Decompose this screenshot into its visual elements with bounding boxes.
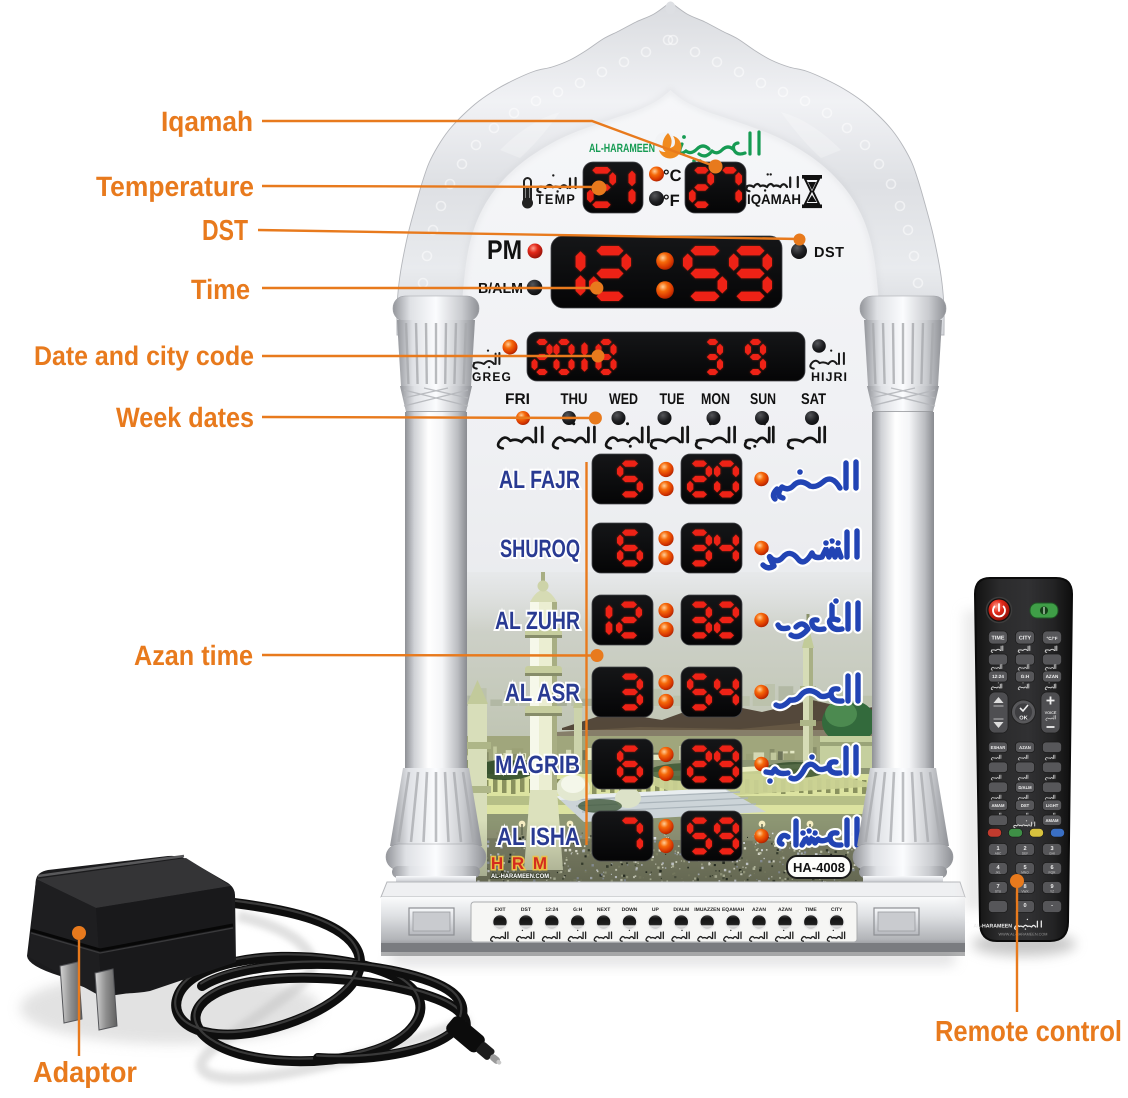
svg-text:Date and city code: Date and city code: [34, 341, 254, 371]
svg-text:SAT: SAT: [801, 391, 826, 408]
svg-text:H R M: H R M: [491, 854, 549, 873]
svg-text:Time: Time: [191, 274, 250, 305]
svg-text:G:H: G:H: [1021, 674, 1030, 679]
svg-text:OK: OK: [1019, 716, 1027, 722]
svg-text:HIJRI: HIJRI: [811, 370, 848, 384]
svg-text:8: 8: [1023, 884, 1026, 890]
svg-text:ESHAR: ESHAR: [991, 745, 1006, 750]
svg-text:AMAM: AMAM: [991, 803, 1005, 808]
svg-text:PQR: PQR: [1049, 871, 1057, 875]
svg-text:PM: PM: [487, 235, 522, 265]
svg-text:AMAM: AMAM: [1045, 818, 1059, 823]
svg-text:AL ASR: AL ASR: [505, 679, 580, 707]
svg-text:AZAN: AZAN: [1019, 745, 1031, 750]
svg-text:-: -: [1051, 903, 1053, 909]
svg-text:CITY: CITY: [1019, 635, 1032, 641]
svg-text:2: 2: [1023, 846, 1026, 852]
svg-text:UP: UP: [652, 907, 660, 913]
svg-text:LIGHT: LIGHT: [1046, 803, 1059, 808]
svg-text:Week dates: Week dates: [116, 402, 254, 433]
svg-text:SHUROQ: SHUROQ: [500, 535, 580, 563]
svg-text:3: 3: [1050, 846, 1053, 852]
svg-text:0: 0: [1023, 903, 1026, 909]
svg-text:ABC: ABC: [995, 852, 1002, 856]
svg-text:Iqamah: Iqamah: [161, 106, 253, 137]
svg-text:MNO: MNO: [1021, 871, 1029, 875]
svg-text:DST: DST: [814, 245, 845, 261]
svg-text:°F: °F: [663, 192, 680, 210]
svg-text:Azan time: Azan time: [134, 640, 253, 671]
svg-text:6: 6: [1050, 865, 1053, 871]
svg-text:VOICE: VOICE: [1045, 711, 1057, 715]
svg-text:MAGRIB: MAGRIB: [495, 751, 580, 779]
svg-text:AL ISHA: AL ISHA: [497, 823, 580, 851]
svg-text:IMUAZZEN: IMUAZZEN: [694, 907, 720, 913]
svg-text:AZAN: AZAN: [778, 907, 792, 913]
svg-text:FRI: FRI: [505, 391, 530, 408]
svg-text:STU: STU: [995, 890, 1002, 894]
svg-text:DST: DST: [202, 215, 248, 247]
svg-text:TUE: TUE: [660, 391, 685, 408]
svg-text:JKL: JKL: [995, 871, 1001, 875]
svg-text:12:24: 12:24: [992, 674, 1004, 679]
svg-text:Adaptor: Adaptor: [33, 1057, 137, 1089]
svg-text:AL-HARAMEEN: AL-HARAMEEN: [973, 924, 1012, 930]
svg-text:1: 1: [996, 846, 999, 852]
svg-text:D/ALM: D/ALM: [1018, 785, 1032, 790]
svg-text:THU: THU: [561, 391, 588, 408]
svg-text:Remote control: Remote control: [935, 1016, 1122, 1048]
svg-text:TIME: TIME: [805, 907, 818, 913]
svg-text:GHI: GHI: [1049, 852, 1055, 856]
svg-text:VWX: VWX: [1021, 890, 1029, 894]
svg-text:HA-4008: HA-4008: [793, 860, 845, 875]
svg-text:12:24: 12:24: [545, 907, 558, 913]
svg-text:AZAN: AZAN: [1046, 674, 1059, 679]
svg-text:YZ: YZ: [1050, 890, 1054, 894]
svg-text:DOWN: DOWN: [622, 907, 638, 913]
svg-text:D/ALM: D/ALM: [673, 907, 689, 913]
svg-text:WED: WED: [609, 391, 638, 408]
svg-text:9: 9: [1050, 884, 1053, 890]
svg-text:AL ZUHR: AL ZUHR: [495, 607, 580, 635]
svg-text:EQAMAH: EQAMAH: [722, 907, 745, 913]
svg-text:G:H: G:H: [573, 907, 583, 913]
svg-text:DEF: DEF: [1022, 852, 1028, 856]
svg-text:5: 5: [1023, 865, 1026, 871]
svg-text:DST: DST: [1021, 803, 1030, 808]
svg-text:Temperature: Temperature: [96, 171, 254, 202]
svg-text:4: 4: [996, 865, 1000, 871]
svg-text:SUN: SUN: [750, 391, 776, 408]
svg-text:NEXT: NEXT: [597, 907, 610, 913]
svg-text:WWW.AL-HARAMEEN.COM: WWW.AL-HARAMEEN.COM: [999, 933, 1048, 937]
svg-text:TIME: TIME: [992, 635, 1005, 641]
svg-text:CITY: CITY: [831, 907, 843, 913]
svg-text:°C/°F: °C/°F: [1046, 636, 1057, 641]
svg-text:IQAMAH: IQAMAH: [747, 191, 801, 207]
svg-text:°C: °C: [663, 167, 682, 185]
svg-text:AL-HARAMEEN: AL-HARAMEEN: [589, 141, 655, 155]
svg-text:GREG: GREG: [472, 370, 512, 384]
svg-text:EXIT: EXIT: [494, 907, 505, 913]
svg-text:MON: MON: [701, 391, 730, 408]
svg-text:AL-HARAMEEN.COM: AL-HARAMEEN.COM: [491, 873, 549, 880]
svg-text:DST: DST: [521, 907, 531, 913]
svg-text:TEMP: TEMP: [536, 191, 576, 207]
svg-text:AL FAJR: AL FAJR: [499, 466, 580, 494]
svg-text:AZAN: AZAN: [752, 907, 766, 913]
svg-text:7: 7: [996, 884, 999, 890]
